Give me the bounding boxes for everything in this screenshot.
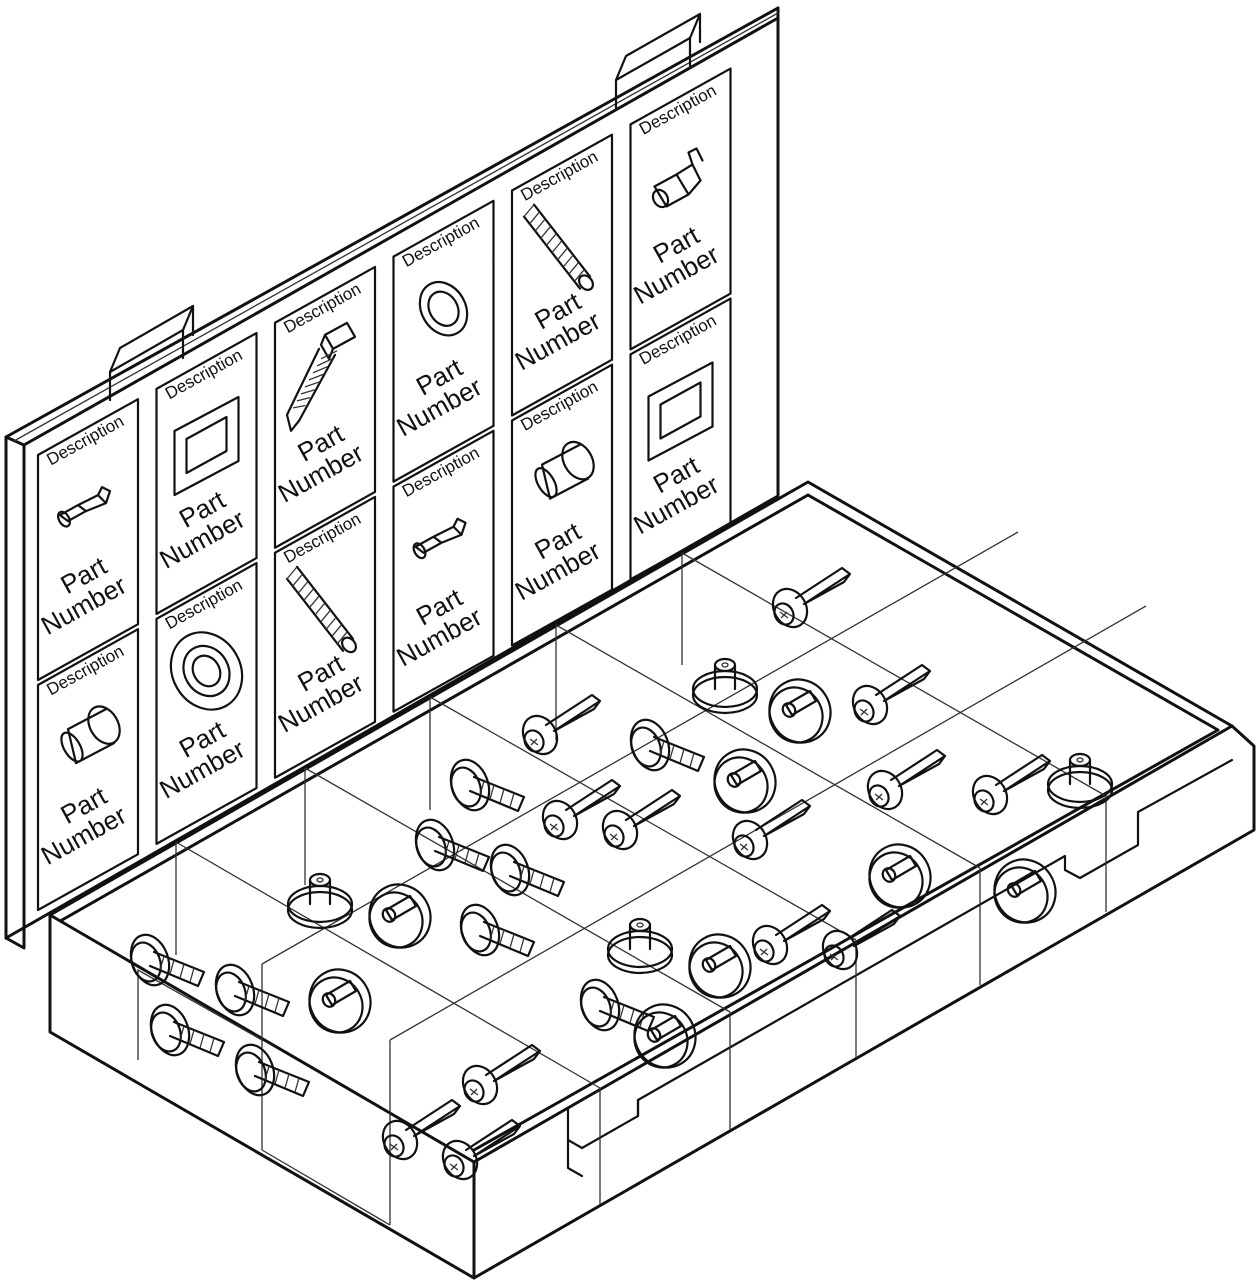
- bolt-icon: [629, 718, 706, 773]
- grommet-icon: [713, 748, 777, 814]
- bolt-icon: [489, 843, 566, 898]
- push-rivet-icon: [381, 1098, 462, 1161]
- bolt-icon: [129, 933, 206, 988]
- label-description: Description: [281, 279, 365, 337]
- bolt-icon: [234, 1043, 311, 1098]
- rivet-icon: [534, 440, 595, 500]
- lid-label-grid: DescriptionPartNumberDescriptionPartNumb…: [36, 67, 732, 912]
- grease-fitting-icon: [57, 486, 112, 528]
- label-description: Description: [399, 213, 483, 271]
- push-rivet-icon: [541, 778, 622, 841]
- nut-washer-icon: [286, 872, 354, 930]
- organizer-tray: [48, 480, 1256, 1280]
- push-rivet-icon: [771, 566, 852, 629]
- square-washer-icon: [173, 395, 240, 497]
- label-description: Description: [636, 81, 720, 139]
- grommet-icon: [993, 858, 1057, 924]
- bolt-icon: [459, 903, 536, 958]
- grommet-icon: [308, 968, 372, 1034]
- square-washer-icon: [647, 361, 714, 462]
- grommet-icon: [688, 933, 752, 999]
- push-rivet-icon: [821, 908, 902, 971]
- push-rivet-icon: [461, 1043, 542, 1106]
- bolt-icon: [449, 758, 526, 813]
- push-rivet-icon: [601, 788, 682, 851]
- organizer-lid: [4, 6, 780, 950]
- grommet-icon: [169, 631, 244, 711]
- grommet-icon: [633, 1003, 697, 1069]
- threaded-stud-icon: [522, 203, 594, 291]
- rivet-icon: [60, 705, 121, 765]
- push-rivet-icon: [971, 753, 1052, 816]
- threaded-stud-icon: [285, 565, 357, 654]
- tray-fasteners: [129, 566, 1114, 1181]
- nut-washer-icon: [606, 917, 674, 975]
- push-rivet-icon: [851, 663, 932, 726]
- push-rivet-icon: [751, 903, 832, 966]
- push-rivet-icon: [866, 748, 947, 811]
- grommet-icon: [868, 843, 932, 909]
- lag-screw-icon: [285, 321, 357, 432]
- label-description: Description: [518, 147, 602, 205]
- washer-icon: [418, 281, 469, 337]
- push-rivet-icon: [521, 693, 602, 756]
- bolt-icon: [414, 818, 491, 873]
- elbow-fitting-icon: [651, 147, 704, 209]
- label-description: Description: [44, 411, 128, 469]
- nut-washer-icon: [691, 657, 759, 715]
- push-rivet-icon: [731, 798, 812, 861]
- grommet-icon: [368, 883, 432, 949]
- push-rivet-icon: [441, 1118, 522, 1181]
- nut-washer-icon: [1046, 752, 1114, 810]
- bolt-icon: [149, 1003, 226, 1058]
- bolt-icon: [214, 963, 291, 1018]
- bolt-icon: [579, 978, 656, 1033]
- label-description: Description: [162, 345, 246, 403]
- grommet-icon: [768, 678, 832, 744]
- grease-fitting-icon: [412, 517, 467, 560]
